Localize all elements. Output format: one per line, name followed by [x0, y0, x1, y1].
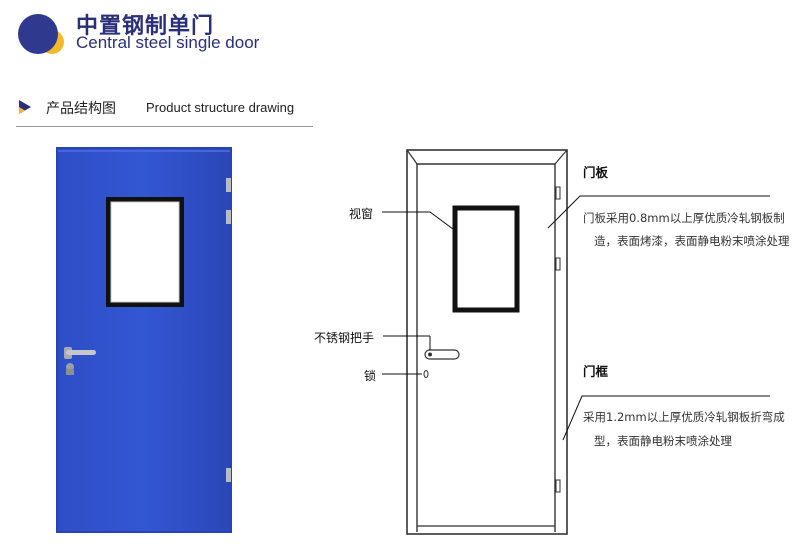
section-title: 产品结构图 [46, 101, 116, 117]
door-structure-drawing [382, 149, 770, 535]
door-frame-title: 门框 [583, 364, 609, 379]
door-product-photo [56, 147, 232, 533]
section-marker-icon [19, 100, 31, 114]
brand-logo-icon [18, 14, 64, 54]
door-panel-title: 门板 [583, 165, 609, 180]
door-panel-desc-line1: 门板采用0.8mm以上厚优质冷轧钢板制 [583, 211, 785, 225]
callout-lock-label: 锁 [364, 369, 377, 383]
door-frame-desc-line2: 型，表面静电粉末喷涂处理 [594, 434, 732, 448]
section-subtitle: Product structure drawing [146, 100, 295, 115]
section-divider [16, 126, 313, 127]
page-subtitle: Central steel single door [76, 33, 260, 52]
callout-handle-label: 不锈钢把手 [314, 331, 375, 345]
door-panel-desc-line2: 造，表面烤漆，表面静电粉末喷涂处理 [594, 234, 790, 248]
page-title: 中置钢制单门 [76, 14, 215, 39]
door-frame-desc-line1: 采用1.2mm以上厚优质冷轧钢板折弯成 [583, 410, 785, 424]
callout-window-label: 视窗 [349, 207, 374, 221]
